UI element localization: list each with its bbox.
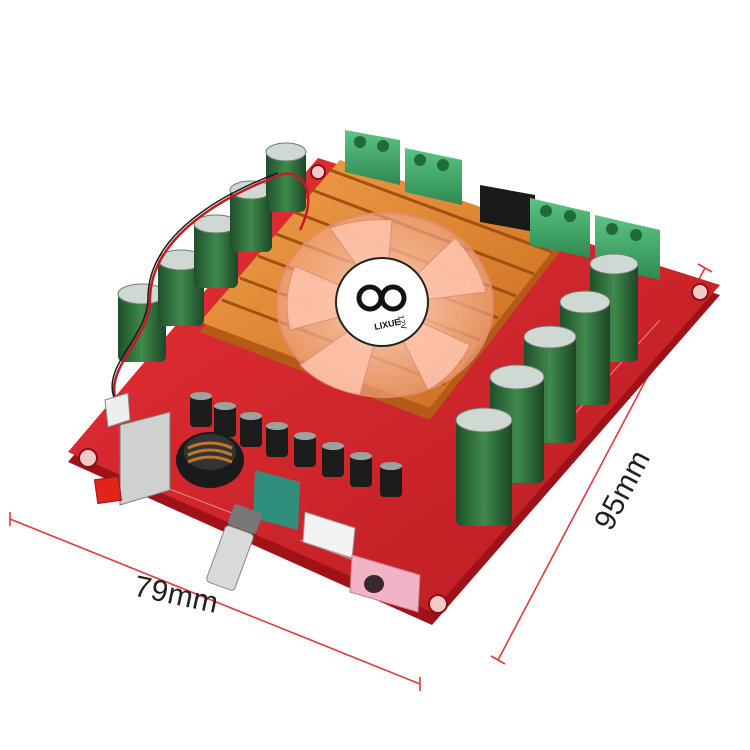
cooling-fan [276,212,494,398]
black-connector [480,185,535,232]
capacitors-left [117,142,307,362]
fan-wire [112,172,310,406]
fan-connector [104,392,131,428]
fan-logo-icon [356,284,407,312]
capacitors-right [455,253,639,526]
power-switch[interactable] [93,411,171,506]
terminal-block [405,148,462,205]
terminal-block [345,130,400,185]
audio-jack[interactable] [349,554,421,613]
small-capacitors [190,392,402,497]
volume-potentiometer[interactable] [206,470,300,591]
terminal-block [530,198,590,258]
inductor-coil [176,432,244,488]
fan-hub-label-1: 12V [396,314,409,331]
